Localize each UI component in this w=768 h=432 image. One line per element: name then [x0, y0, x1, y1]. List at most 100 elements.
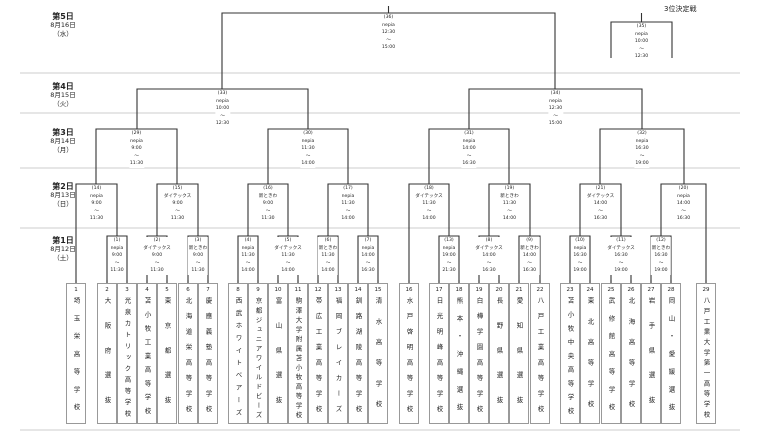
range-mark: ～ — [175, 208, 180, 214]
end-time: 16:30 — [522, 268, 537, 274]
team-name: 東北高等学校 — [586, 297, 594, 422]
start-time: 14:00 — [676, 201, 691, 207]
start-time: 9:00 — [111, 253, 123, 259]
end-time: 11:30 — [191, 268, 205, 274]
team-number: 9 — [256, 287, 260, 293]
team-number: 26 — [627, 287, 635, 293]
venue: nepia — [241, 245, 255, 251]
team-name: 北海高等学校 — [627, 297, 635, 422]
team-number: 14 — [354, 287, 362, 293]
range-mark: ～ — [618, 260, 624, 266]
start-time: 10:00 — [634, 39, 649, 45]
team-number: 21 — [515, 287, 523, 293]
range-mark: ～ — [365, 260, 371, 266]
range-mark: ～ — [577, 260, 583, 266]
start-time: 9:00 — [262, 201, 274, 207]
team-number: 8 — [236, 287, 240, 293]
end-time: 14:00 — [321, 268, 335, 274]
start-time: 14:00 — [593, 201, 608, 207]
game-number: (5) — [284, 238, 292, 243]
venue: nepia — [216, 98, 229, 104]
team-name: 埼玉栄高等学校 — [72, 297, 80, 421]
team-number: 5 — [165, 287, 169, 293]
team-number: 27 — [647, 287, 655, 293]
game-number: (13) — [444, 238, 454, 243]
game-number: (1) — [113, 238, 121, 243]
end-time: 16:30 — [361, 268, 375, 274]
team-number: 7 — [206, 287, 210, 293]
venue: nepia — [635, 138, 649, 144]
game-number: (29) — [131, 131, 142, 136]
start-time: 19:00 — [442, 253, 456, 259]
team-number: 29 — [702, 287, 710, 293]
team-number: 3 — [125, 287, 129, 293]
range-mark: ～ — [486, 260, 492, 266]
game-number: (32) — [637, 131, 647, 136]
team-name: 光泉カトリック高等学校 — [123, 297, 131, 421]
start-time: 16:30 — [654, 253, 668, 259]
range-mark: ～ — [598, 208, 603, 214]
start-time: 9:00 — [192, 253, 204, 259]
game-number: (8) — [485, 238, 493, 243]
start-time: 11:30 — [301, 146, 315, 152]
start-time: 14:00 — [361, 253, 375, 259]
game-number: (30) — [303, 131, 313, 136]
range-mark: ～ — [245, 260, 251, 266]
team-26: 26 北海高等学校 — [621, 283, 641, 424]
range-mark: ～ — [446, 260, 452, 266]
game-number: (9) — [526, 238, 533, 243]
start-time: 14:00 — [462, 146, 476, 152]
range-mark: ～ — [639, 153, 645, 159]
start-time: 16:30 — [573, 253, 587, 259]
team-name: 京都ジュニアワイルドビーズ — [254, 297, 262, 422]
end-time: 14:00 — [341, 216, 355, 222]
game-number: (11) — [616, 238, 626, 243]
team-name: 大阪府選抜 — [103, 297, 111, 421]
game-number: (10) — [575, 238, 585, 243]
start-time: 11:30 — [241, 253, 255, 259]
start-time: 11:30 — [281, 253, 295, 259]
venue: nepia — [341, 193, 355, 199]
game-number: (6) — [324, 238, 332, 243]
range-mark: ～ — [681, 208, 686, 214]
end-time: 14:00 — [422, 216, 436, 222]
range-mark: ～ — [305, 153, 311, 159]
end-time: 15:00 — [381, 45, 396, 51]
venue: nepia — [462, 138, 476, 144]
end-time: 19:00 — [635, 161, 649, 167]
venue: nepia — [90, 193, 103, 199]
range-mark: ～ — [265, 208, 271, 214]
start-time: 9:00 — [131, 146, 142, 152]
range-mark: ～ — [527, 260, 532, 266]
venue: ダイテックス — [143, 245, 171, 251]
game-number: (14) — [91, 186, 102, 191]
team-number: 11 — [294, 287, 302, 293]
range-mark: ～ — [285, 260, 291, 266]
